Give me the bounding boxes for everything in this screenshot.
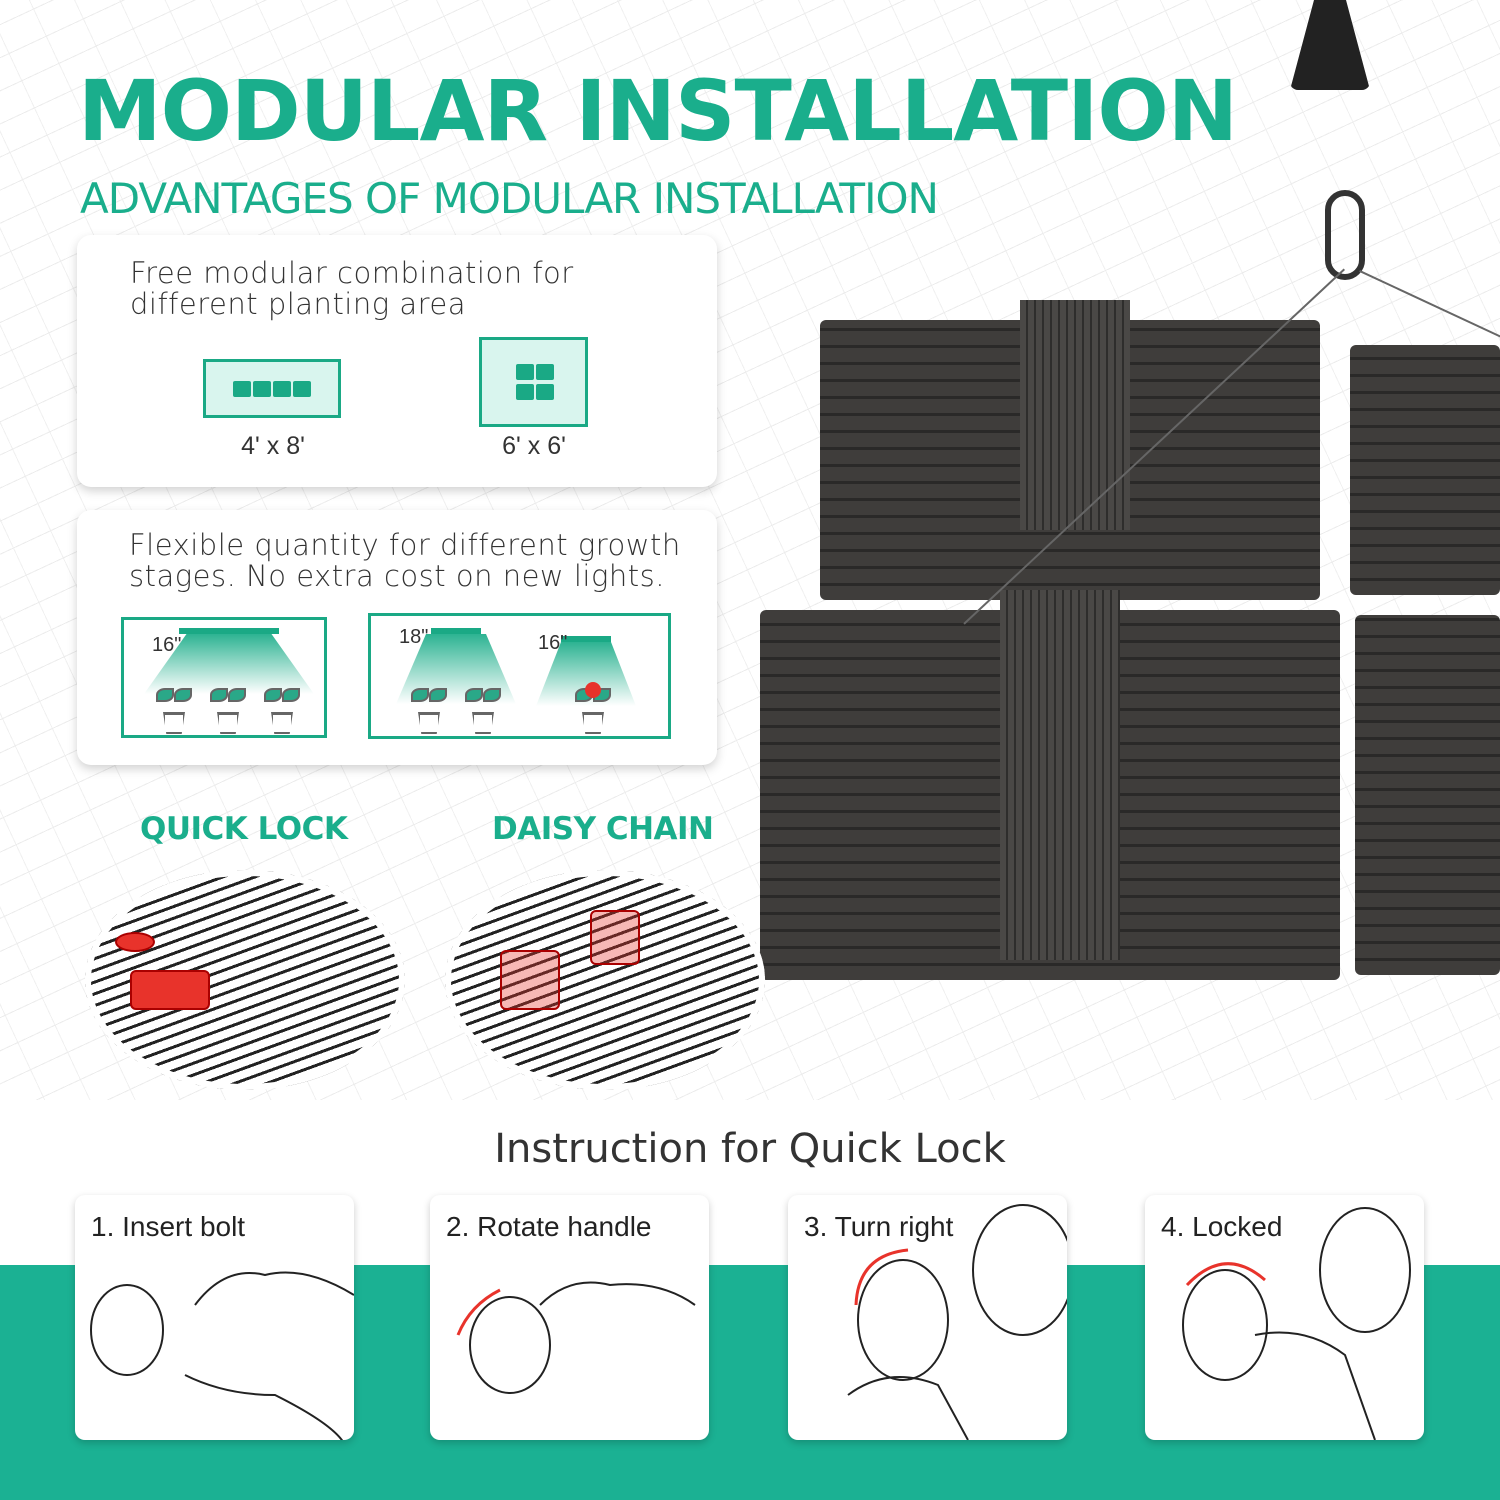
height-label: 18" bbox=[399, 626, 429, 648]
carabiner-icon bbox=[1325, 190, 1365, 280]
height-label: 16" bbox=[152, 634, 182, 656]
height-label: 16" bbox=[538, 632, 568, 654]
seedling-icon bbox=[465, 688, 501, 734]
step-card-3: 3. Turn right bbox=[788, 1195, 1067, 1440]
page-subtitle: ADVANTAGES OF MODULAR INSTALLATION bbox=[80, 174, 939, 223]
flowering-plant-icon bbox=[575, 682, 611, 734]
two-by-two-grid-icon bbox=[479, 337, 588, 427]
step-label: 1. Insert bolt bbox=[91, 1211, 246, 1242]
seedling-icon bbox=[411, 688, 447, 734]
seedling-icon bbox=[210, 688, 246, 734]
growth-scene-1: 16" bbox=[121, 617, 327, 738]
growth-scene-2: 18" 16" bbox=[368, 613, 671, 739]
step-card-4: 4. Locked bbox=[1145, 1195, 1424, 1440]
step-label: 2. Rotate handle bbox=[446, 1211, 652, 1242]
daisy-chain-label: DAISY CHAIN bbox=[492, 811, 714, 847]
quick-lock-detail-image bbox=[85, 870, 405, 1090]
rotate-handle-illustration bbox=[456, 1281, 696, 1394]
daisy-chain-detail-image bbox=[445, 870, 765, 1090]
page-title: MODULAR INSTALLATION bbox=[78, 62, 1238, 160]
seedling-icon bbox=[264, 688, 300, 734]
area-label: 6' x 6' bbox=[502, 432, 566, 460]
step-label: 4. Locked bbox=[1161, 1211, 1283, 1242]
area-label: 4' x 8' bbox=[241, 432, 305, 460]
four-in-row-icon bbox=[203, 359, 341, 418]
step-card-1: 1. Insert bolt bbox=[75, 1195, 354, 1440]
instructions-title: Instruction for Quick Lock bbox=[494, 1126, 1006, 1172]
locked-illustration bbox=[1182, 1207, 1411, 1440]
seedling-icon bbox=[156, 688, 192, 734]
turn-right-illustration bbox=[847, 1204, 1067, 1440]
quick-lock-label: QUICK LOCK bbox=[140, 811, 348, 847]
step-card-2: 2. Rotate handle bbox=[430, 1195, 709, 1440]
step-label: 3. Turn right bbox=[804, 1211, 954, 1242]
insert-bolt-illustration bbox=[90, 1271, 354, 1440]
